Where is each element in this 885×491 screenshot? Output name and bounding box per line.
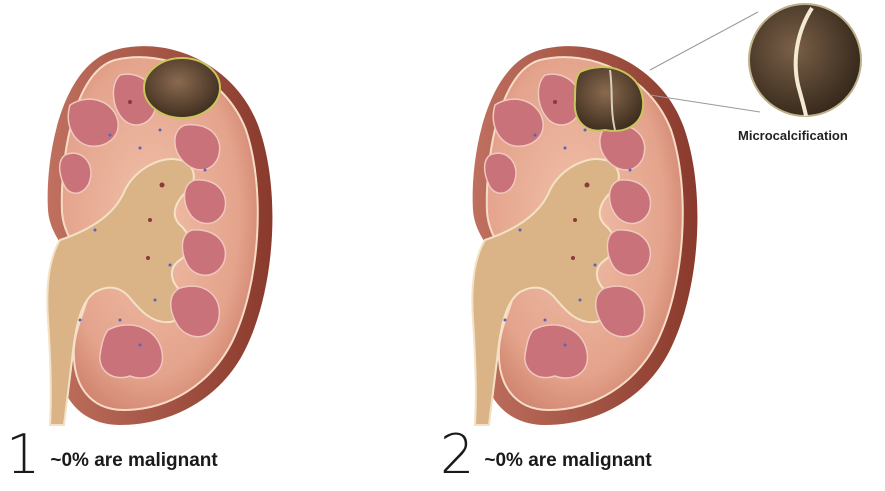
panel-number-2: 2 bbox=[440, 428, 474, 482]
kidney-illustration-1 bbox=[20, 30, 280, 430]
microcalcification-label: Microcalcification bbox=[738, 128, 848, 143]
panel-caption-2: 2 ~0% are malignant bbox=[440, 428, 652, 482]
panel-caption-1: 1 ~0% are malignant bbox=[6, 428, 218, 482]
panel-text-2: ~0% are malignant bbox=[484, 450, 651, 472]
panel-number-1: 1 bbox=[6, 428, 40, 482]
lesion-1 bbox=[144, 58, 220, 118]
microcalcification-zoom bbox=[640, 0, 885, 130]
panel-text-1: ~0% are malignant bbox=[50, 450, 217, 472]
